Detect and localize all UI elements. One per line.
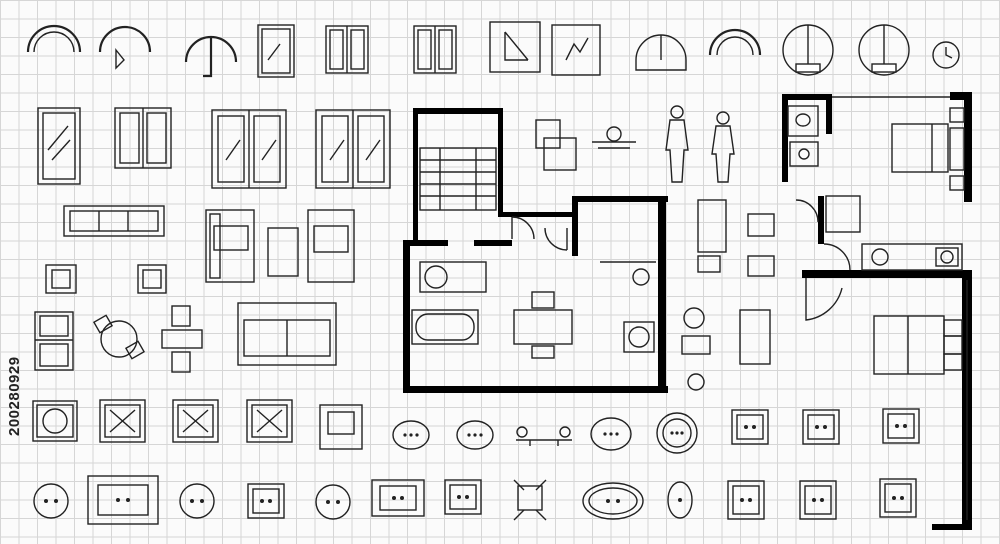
window-icon xyxy=(413,25,457,74)
lamp-icon xyxy=(513,479,547,521)
window-icon xyxy=(325,25,369,74)
dining-table-icon xyxy=(513,291,573,359)
stock-id-label: 200280929 xyxy=(2,290,42,440)
double-door-arc-icon xyxy=(782,24,834,76)
chair-icon xyxy=(137,264,167,294)
bed-icon xyxy=(873,315,963,375)
window-icon xyxy=(211,109,287,189)
arch-door-icon xyxy=(635,34,687,71)
socket-icon xyxy=(879,478,917,518)
basin-icon xyxy=(623,268,655,353)
stock-id-text: 200280929 xyxy=(6,356,23,436)
chair-icon xyxy=(747,213,775,277)
floor-plan-right xyxy=(782,92,972,530)
table-icon xyxy=(161,305,203,373)
socket-icon xyxy=(87,475,159,525)
sink-icon xyxy=(32,400,78,442)
bathtub-icon xyxy=(411,309,479,345)
shower-icon xyxy=(246,399,293,443)
socket-icon xyxy=(247,483,285,519)
door-arc-icon xyxy=(708,28,762,56)
socket-icon xyxy=(582,482,644,520)
armchair-icon xyxy=(205,209,255,283)
person-icon xyxy=(711,111,735,183)
double-door-arc-icon xyxy=(858,24,910,76)
bench-icon xyxy=(739,309,771,365)
shower-icon xyxy=(99,399,146,443)
armchair-icon xyxy=(535,119,577,171)
kitchen-counter-icon xyxy=(861,243,963,271)
door-arc-icon xyxy=(184,35,238,78)
bed-icon xyxy=(891,107,965,191)
socket-icon xyxy=(731,409,769,445)
window-icon xyxy=(37,107,81,185)
socket-icon xyxy=(456,420,494,450)
socket-icon xyxy=(371,479,425,517)
door-arc-icon xyxy=(98,25,152,70)
sink-icon xyxy=(592,126,636,149)
chair-icon xyxy=(45,264,77,294)
socket-icon xyxy=(727,480,765,520)
socket-icon xyxy=(179,483,215,519)
stairs xyxy=(419,147,497,211)
window-icon xyxy=(257,24,295,78)
sink-icon xyxy=(419,261,487,293)
dining-set-icon xyxy=(681,307,711,391)
switch-icon xyxy=(516,426,572,446)
armchair-icon xyxy=(307,209,355,283)
socket-icon xyxy=(656,412,698,454)
bed-icon xyxy=(34,311,74,371)
shower-icon xyxy=(172,399,219,443)
socket-icon xyxy=(392,420,430,450)
sofa-icon xyxy=(63,205,165,237)
bathroom-fixtures xyxy=(787,105,819,167)
door-arc-icon xyxy=(26,24,82,53)
socket-icon xyxy=(799,480,837,520)
table-icon xyxy=(267,227,299,277)
armchair-icon xyxy=(319,404,363,450)
stair-window-icon xyxy=(551,24,601,76)
socket-icon xyxy=(33,483,69,519)
socket-icon xyxy=(667,481,693,519)
person-icon xyxy=(665,105,689,183)
wardrobe-icon xyxy=(697,199,727,273)
socket-icon xyxy=(444,479,482,515)
socket-icon xyxy=(590,417,632,451)
stair-window-icon xyxy=(489,21,541,73)
sofa-icon xyxy=(237,302,337,366)
clock-icon xyxy=(932,41,960,69)
dining-set-icon xyxy=(92,314,146,360)
floor-plan-center xyxy=(403,108,668,393)
socket-icon xyxy=(315,484,351,520)
socket-icon xyxy=(882,408,920,444)
window-icon xyxy=(114,107,172,169)
socket-icon xyxy=(802,409,840,445)
window-icon xyxy=(315,109,391,189)
